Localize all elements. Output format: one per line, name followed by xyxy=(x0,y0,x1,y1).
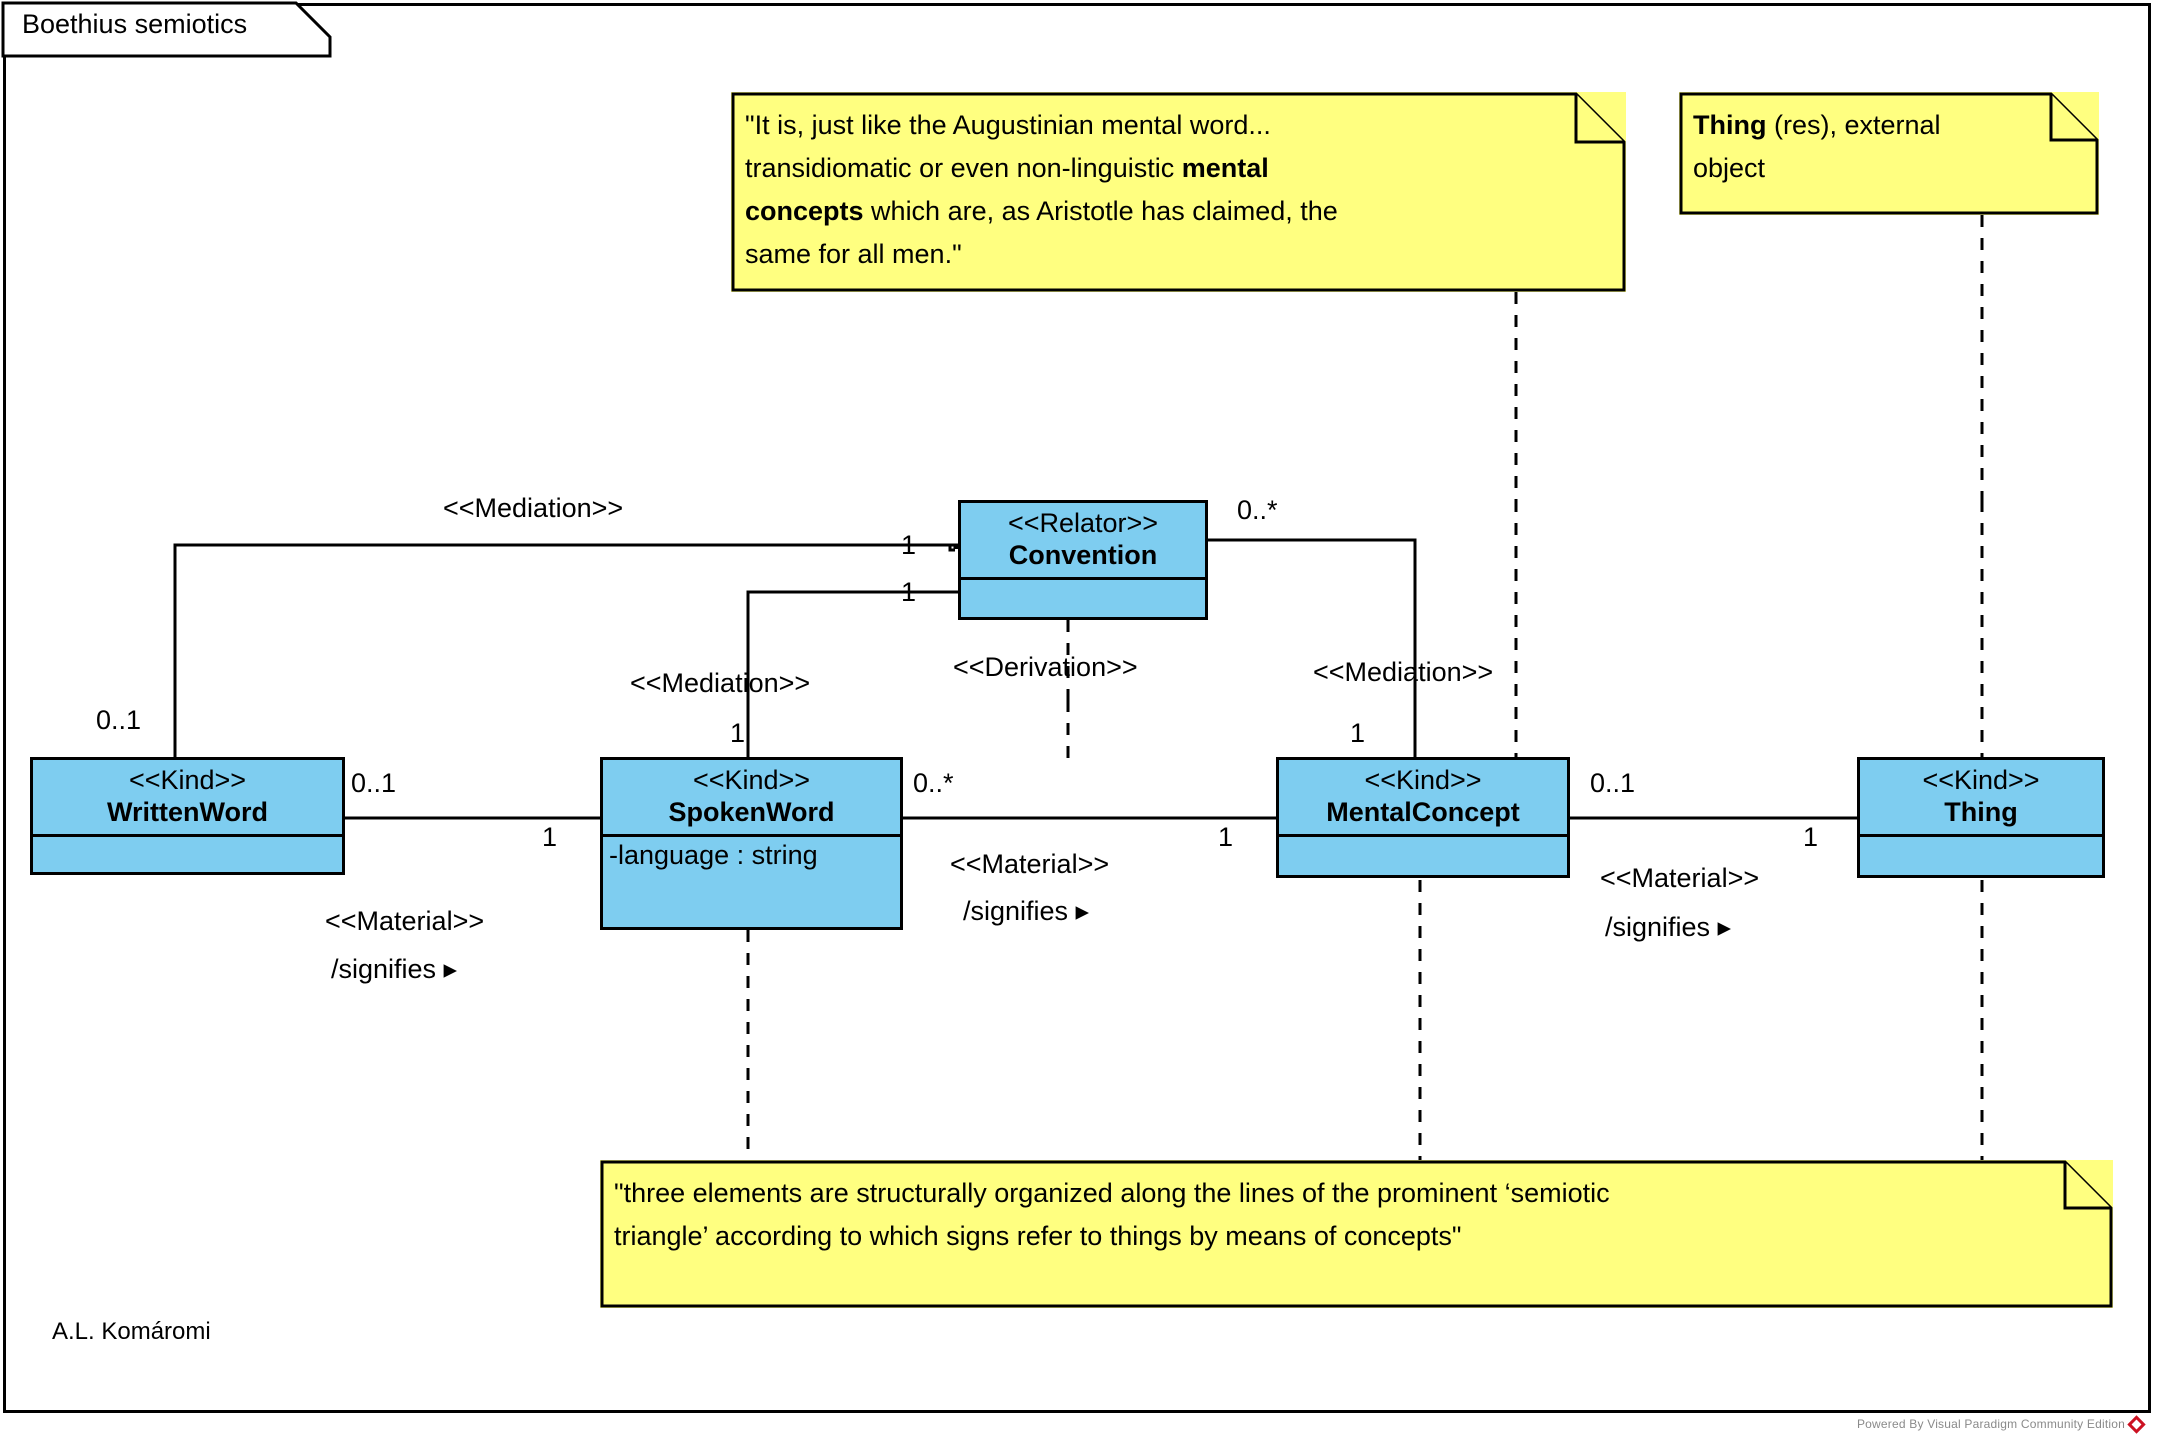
multiplicity-mental-mediation: 1 xyxy=(1350,718,1366,748)
edge-label-material-b: <<Material>> xyxy=(950,849,1110,879)
note-line-2a: transidiomatic or even non-linguistic xyxy=(745,153,1182,183)
class-convention[interactable]: <<Relator>> Convention xyxy=(958,500,1208,620)
note-line-1: "It is, just like the Augustinian mental… xyxy=(745,110,1271,140)
note-thing-line-2: object xyxy=(1693,153,1766,183)
note-aristotle-text: "It is, just like the Augustinian mental… xyxy=(731,92,1626,286)
powered-by-watermark: Powered By Visual Paradigm Community Edi… xyxy=(1856,1414,2146,1434)
frame-tab xyxy=(1,1,332,58)
note-triangle-line-1: "three elements are structurally organiz… xyxy=(614,1178,1610,1208)
compartment-separator xyxy=(961,577,1205,580)
compartment-separator xyxy=(603,834,900,837)
class-spokenword[interactable]: <<Kind>> SpokenWord -language : string xyxy=(600,757,903,930)
class-header-thing: <<Kind>> Thing xyxy=(1860,760,2102,834)
attribute-compartment-convention xyxy=(961,580,1205,610)
note-shape xyxy=(1679,92,2099,215)
class-name-label: MentalConcept xyxy=(1326,797,1520,827)
edge-label-material-c: <<Material>> xyxy=(1600,863,1760,893)
attribute-compartment-thing xyxy=(1860,837,2102,867)
note-semiotic-triangle[interactable]: "three elements are structurally organiz… xyxy=(600,1160,2113,1308)
multiplicity-thing-signifies: 1 xyxy=(1803,822,1819,852)
class-name-label: WrittenWord xyxy=(107,797,268,827)
edge-label-mediation-mental: <<Mediation>> xyxy=(1313,657,1494,687)
multiplicity-convention-left-bottom: 1 xyxy=(901,577,917,607)
class-header-spokenword: <<Kind>> SpokenWord xyxy=(603,760,900,834)
note-line-3: concepts which are, as Aristotle has cla… xyxy=(745,190,1610,233)
multiplicity-written-mediation: 0..1 xyxy=(96,705,142,735)
note-thing-res[interactable]: Thing (res), external object xyxy=(1679,92,2099,215)
class-mentalconcept[interactable]: <<Kind>> MentalConcept xyxy=(1276,757,1570,878)
note-shape xyxy=(731,92,1626,292)
class-name-label: Convention xyxy=(1008,540,1158,570)
class-header-mentalconcept: <<Kind>> MentalConcept xyxy=(1279,760,1567,834)
compartment-separator xyxy=(33,834,342,837)
multiplicity-written-signifies: 0..1 xyxy=(351,768,397,798)
stereotype-label: <<Kind>> xyxy=(692,765,811,795)
note-line-2: transidiomatic or even non-linguistic me… xyxy=(745,147,1610,190)
class-header-convention: <<Relator>> Convention xyxy=(961,503,1205,577)
note-thing-text: Thing (res), external object xyxy=(1679,92,2099,200)
attribute-compartment-mentalconcept xyxy=(1279,837,1567,867)
note-thing-line-1: Thing (res), external xyxy=(1693,104,2083,147)
note-line-2b-bold: mental xyxy=(1181,153,1269,183)
attribute-compartment-writtenword xyxy=(33,837,342,867)
multiplicity-convention-right: 0..* xyxy=(1237,495,1278,525)
edge-label-material-a: <<Material>> xyxy=(325,906,485,936)
frame-label: Boethius semiotics xyxy=(22,9,248,39)
edge-label-mediation-written: <<Mediation>> xyxy=(443,493,624,523)
multiplicity-convention-left-top: 1 xyxy=(901,530,917,560)
note-line-4: same for all men." xyxy=(745,239,962,269)
multiplicity-spoken-signifies-source: 1 xyxy=(542,822,558,852)
compartment-separator xyxy=(1279,834,1567,837)
note-thing-rest: (res), external xyxy=(1766,110,1941,140)
stereotype-label: <<Relator>> xyxy=(1007,508,1159,538)
multiplicity-mental-signifies-source: 1 xyxy=(1218,822,1234,852)
note-line-3b: which are, as Aristotle has claimed, the xyxy=(863,196,1338,226)
class-name-label: Thing xyxy=(1944,797,2018,827)
visual-paradigm-logo-icon xyxy=(2127,1414,2146,1434)
note-aristotle-quote[interactable]: "It is, just like the Augustinian mental… xyxy=(731,92,1626,292)
class-header-writtenword: <<Kind>> WrittenWord xyxy=(33,760,342,834)
author-signature: A.L. Komáromi xyxy=(52,1318,211,1345)
edge-label-signifies-b: /signifies ▸ xyxy=(963,896,1090,926)
stereotype-label: <<Kind>> xyxy=(1364,765,1482,795)
edge-label-mediation-spoken: <<Mediation>> xyxy=(630,668,811,698)
note-line-3a-bold: concepts xyxy=(745,196,864,226)
multiplicity-spoken-mediation: 1 xyxy=(730,718,746,748)
note-triangle-line-2: triangle’ according to which signs refer… xyxy=(614,1221,1462,1251)
class-thing[interactable]: <<Kind>> Thing xyxy=(1857,757,2105,878)
note-shape xyxy=(600,1160,2113,1308)
multiplicity-spoken-signifies-target: 0..* xyxy=(913,768,954,798)
note-triangle-text: "three elements are structurally organiz… xyxy=(600,1160,2113,1268)
edge-label-derivation: <<Derivation>> xyxy=(953,652,1138,682)
edge-label-signifies-c: /signifies ▸ xyxy=(1605,912,1732,942)
multiplicity-mental-signifies-target: 0..1 xyxy=(1590,768,1636,798)
note-thing-bold: Thing xyxy=(1693,110,1767,140)
stereotype-label: <<Kind>> xyxy=(1922,765,2040,795)
attribute-language: -language : string xyxy=(609,840,818,870)
class-writtenword[interactable]: <<Kind>> WrittenWord xyxy=(30,757,345,875)
powered-by-text: Powered By Visual Paradigm Community Edi… xyxy=(1856,1417,2125,1431)
class-name-label: SpokenWord xyxy=(668,797,835,827)
attribute-compartment-spokenword: -language : string xyxy=(603,837,900,875)
edge-label-signifies-a: /signifies ▸ xyxy=(331,954,458,984)
compartment-separator xyxy=(1860,834,2102,837)
stereotype-label: <<Kind>> xyxy=(128,765,247,795)
